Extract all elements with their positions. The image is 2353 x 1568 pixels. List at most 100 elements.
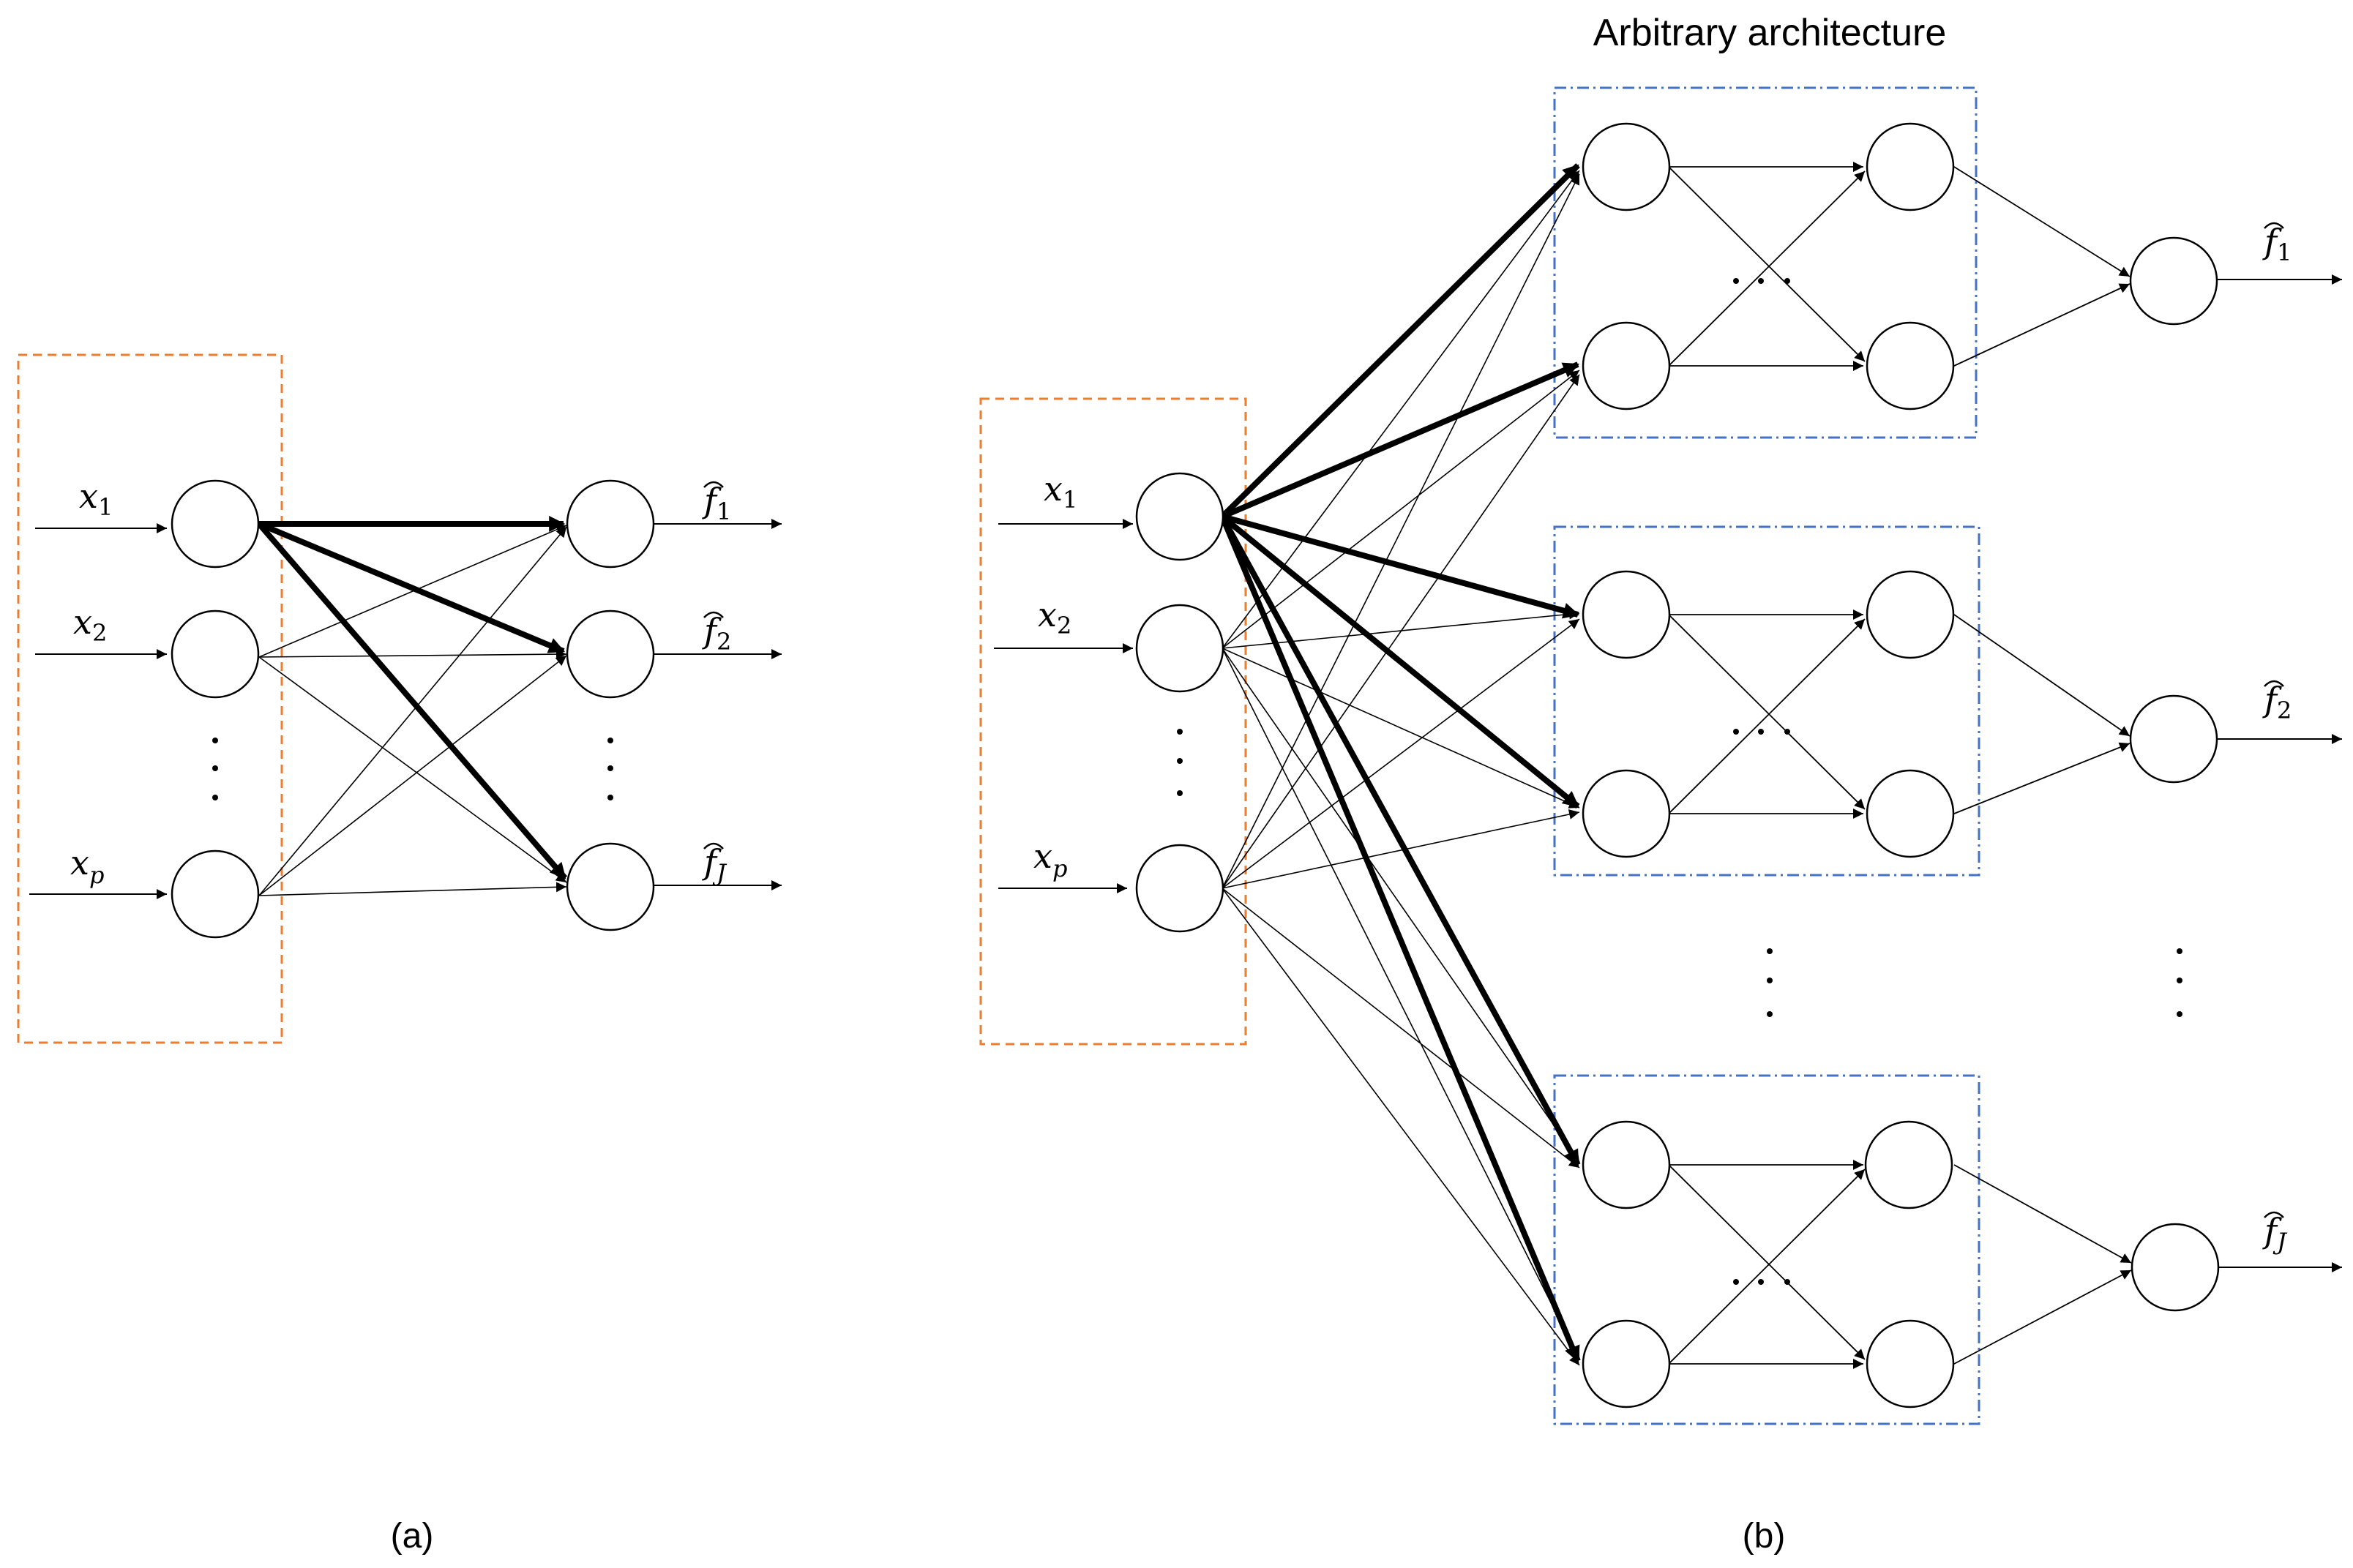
input-label: xp xyxy=(70,843,104,889)
caption-b: (b) xyxy=(1743,1517,1786,1556)
panel-a-input-labels: x1 x2 xp xyxy=(70,476,113,889)
hat-mark xyxy=(703,611,724,618)
edge xyxy=(1222,888,1580,1366)
input-node xyxy=(171,479,260,569)
ellipsis-dot xyxy=(1758,1279,1764,1285)
edge xyxy=(1953,1164,2132,1264)
hidden-node xyxy=(1582,1120,1671,1209)
hidden-node xyxy=(1866,1319,1955,1408)
edge xyxy=(1953,742,2131,814)
hat-mark xyxy=(2264,1211,2284,1218)
ellipsis-dot xyxy=(1733,729,1739,735)
ellipsis-dot xyxy=(1177,729,1183,735)
hidden-node xyxy=(1582,1319,1671,1408)
input-label: x2 xyxy=(1038,595,1071,639)
svg-text:f1: f1 xyxy=(702,481,731,525)
edge xyxy=(1222,648,1580,1163)
edge xyxy=(1222,374,1580,889)
bold-edge xyxy=(258,521,566,654)
edge xyxy=(258,526,567,896)
output-label: f1 xyxy=(2262,222,2292,266)
output-node xyxy=(566,609,655,699)
panel-b-input-labels: x1 x2 xp xyxy=(1033,469,1077,882)
hat-mark xyxy=(2264,680,2284,687)
edge xyxy=(1222,170,1580,649)
edge xyxy=(1222,888,1580,1169)
edge xyxy=(258,649,567,660)
output-label: fJ xyxy=(2262,1211,2288,1256)
hidden-node xyxy=(1582,570,1671,659)
edge xyxy=(1222,648,1580,1360)
hidden-node xyxy=(1582,769,1671,858)
ellipsis-dot xyxy=(1767,948,1773,954)
panel-b-output-arrows xyxy=(2216,274,2342,1272)
edge xyxy=(1222,173,1580,889)
svg-text:f1: f1 xyxy=(2262,222,2292,266)
ellipsis-dot xyxy=(1767,1011,1773,1017)
ellipsis-dot xyxy=(212,795,218,800)
panel-b-bold-edges xyxy=(1219,163,1581,1363)
edge xyxy=(258,656,567,883)
input-label: x1 xyxy=(1044,469,1077,514)
hat-mark xyxy=(2264,222,2284,229)
svg-text:f2: f2 xyxy=(702,611,731,656)
panel-a-input-arrows xyxy=(29,523,167,899)
bold-edge xyxy=(1221,514,1580,619)
output-node xyxy=(2129,236,2218,326)
ellipsis-dot xyxy=(607,765,613,771)
ellipsis-dot xyxy=(1784,278,1790,284)
input-node xyxy=(171,849,260,939)
input-label: xp xyxy=(1033,836,1067,882)
panel-a-ellipsis xyxy=(212,738,613,800)
bold-edge xyxy=(1221,361,1580,519)
panel-b-ellipsis xyxy=(1177,278,2182,1285)
ellipsis-dot xyxy=(1177,790,1183,796)
hidden-node xyxy=(1582,122,1671,211)
output-node xyxy=(566,842,655,931)
panel-a-nodes xyxy=(171,479,655,939)
panel-b-thin-edges xyxy=(1222,170,1580,1366)
edge xyxy=(1668,166,1866,362)
hat-mark xyxy=(703,842,724,849)
subnet-box-j xyxy=(1553,1074,1980,1425)
output-label: f2 xyxy=(702,611,731,656)
edge xyxy=(1953,283,2131,367)
edge xyxy=(1668,170,1866,367)
input-group-box xyxy=(979,397,1247,1046)
bold-edge xyxy=(1219,515,1581,1166)
output-node xyxy=(566,479,655,569)
input-label: x1 xyxy=(79,476,113,521)
ellipsis-dot xyxy=(607,795,613,800)
ellipsis-dot xyxy=(2177,978,2182,983)
input-group-box xyxy=(17,353,283,1044)
output-node xyxy=(2129,694,2218,784)
ellipsis-dot xyxy=(1733,1279,1739,1285)
hidden-node xyxy=(1864,1120,1953,1209)
input-node xyxy=(1135,472,1224,561)
ellipsis-dot xyxy=(1733,278,1739,284)
input-node xyxy=(1135,604,1224,693)
svg-text:f2: f2 xyxy=(2262,680,2292,724)
panel-a: x1 x2 xp f1 f2 fJ (a) xyxy=(17,353,782,1556)
hidden-node xyxy=(1866,122,1955,211)
hat-mark xyxy=(703,481,724,488)
bold-edge xyxy=(1219,515,1581,1363)
edge xyxy=(1953,166,2131,277)
panel-b-input-arrows xyxy=(994,519,1133,893)
edge xyxy=(1222,618,1580,889)
edge xyxy=(258,655,567,896)
ellipsis-dot xyxy=(2177,1011,2182,1017)
hidden-node xyxy=(1582,321,1671,410)
edge xyxy=(1222,370,1580,649)
edge xyxy=(258,882,567,896)
input-node xyxy=(1135,844,1224,933)
output-label: f2 xyxy=(2262,680,2292,724)
ellipsis-dot xyxy=(2177,948,2182,954)
ellipsis-dot xyxy=(607,738,613,743)
ellipsis-dot xyxy=(1758,278,1764,284)
panel-a-output-labels: f1 f2 fJ xyxy=(702,481,731,887)
edge xyxy=(1668,1169,1866,1365)
edge xyxy=(1668,1164,1866,1360)
panel-b: Arbitrary architecture xyxy=(979,12,2342,1556)
